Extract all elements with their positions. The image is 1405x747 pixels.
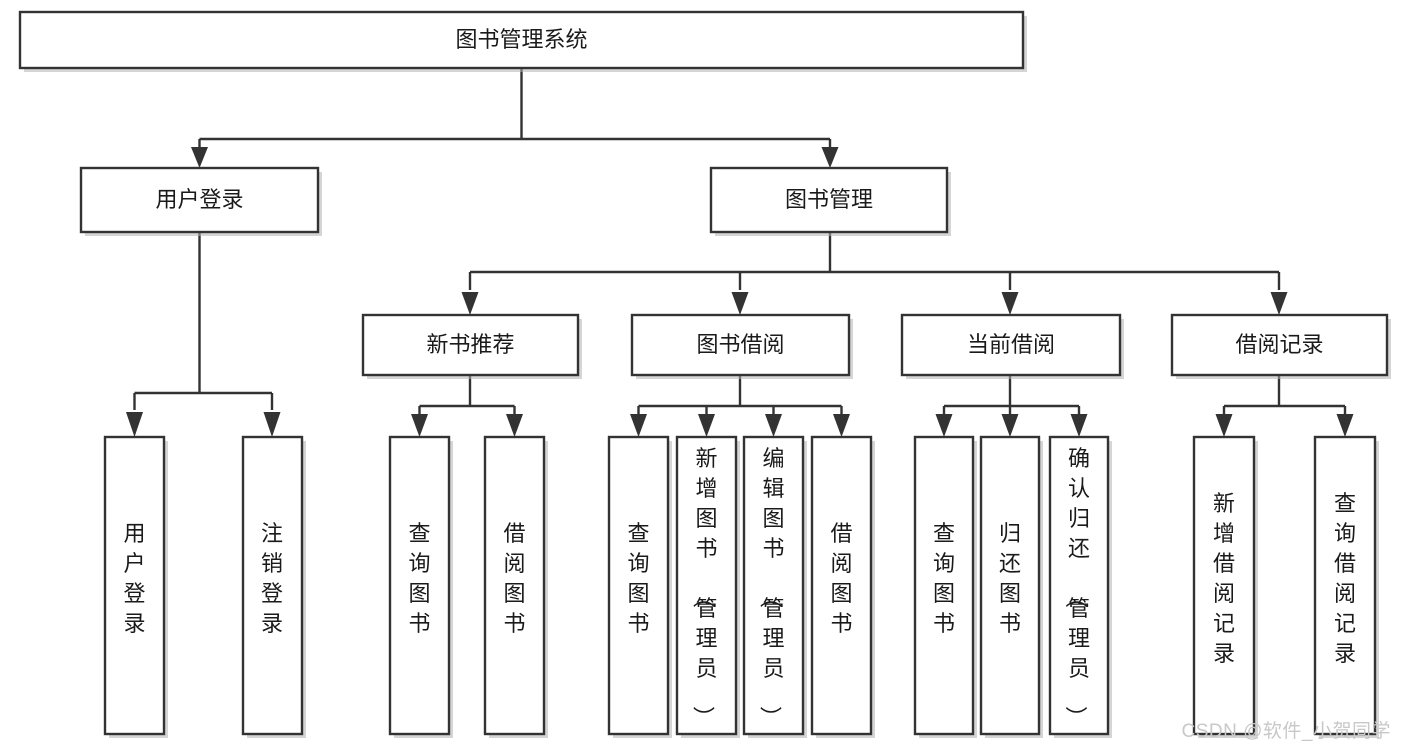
node-leaf-borrow-book-1[interactable]: 借阅图书 bbox=[483, 435, 548, 738]
user-login-label: 用户登录 bbox=[155, 187, 243, 212]
book-borrow-label: 图书借阅 bbox=[696, 332, 784, 357]
leaf-confirm-return-label: 确认归还（管理员） bbox=[1063, 446, 1090, 728]
arrowhead-borrow-record bbox=[1270, 292, 1288, 315]
node-leaf-user-logout[interactable]: 注销登录 bbox=[241, 435, 306, 738]
arrowhead-leaf-user-logout bbox=[263, 412, 281, 437]
arrowhead-user-login bbox=[191, 147, 208, 168]
book-manage-label: 图书管理 bbox=[785, 187, 873, 212]
arrowhead-leaf-borrow-book-1 bbox=[506, 414, 523, 437]
node-root[interactable]: 图书管理系统 bbox=[18, 10, 1027, 72]
current-borrow-label: 当前借阅 bbox=[967, 332, 1055, 357]
arrowhead-leaf-user-login bbox=[126, 412, 143, 437]
arrowhead-leaf-add-book bbox=[698, 414, 715, 437]
borrow-record-box bbox=[1170, 313, 1389, 377]
node-leaf-add-book[interactable]: 新增图书（管理员） bbox=[675, 435, 740, 738]
arrowhead-current-borrow bbox=[1001, 292, 1019, 315]
arrowhead-leaf-query-record bbox=[1336, 414, 1354, 437]
leaf-query-book-1-box bbox=[388, 435, 451, 736]
watermark-label: CSDN @软件_小贺同学 bbox=[1181, 721, 1391, 742]
leaf-borrow-book-1-label: 借阅图书 bbox=[503, 521, 525, 636]
arrowhead-new-book-recommend bbox=[461, 292, 479, 315]
node-current-borrow[interactable]: 当前借阅 bbox=[900, 313, 1124, 379]
node-leaf-query-book-1[interactable]: 查询图书 bbox=[388, 435, 453, 738]
book-borrow-box bbox=[630, 313, 851, 377]
leaf-query-book-3-box bbox=[913, 435, 975, 736]
leaf-return-book-box bbox=[979, 435, 1041, 736]
root-box bbox=[18, 10, 1025, 70]
leaf-borrow-book-1-box bbox=[483, 435, 546, 736]
new-book-recommend-label: 新书推荐 bbox=[426, 332, 514, 357]
node-leaf-query-book-2[interactable]: 查询图书 bbox=[607, 435, 672, 738]
leaf-query-record-label: 查询借阅记录 bbox=[1334, 491, 1356, 666]
node-book-manage[interactable]: 图书管理 bbox=[709, 166, 951, 236]
node-leaf-return-book[interactable]: 归还图书 bbox=[979, 435, 1043, 738]
leaf-confirm-return-box bbox=[1048, 435, 1110, 736]
leaf-query-record-box bbox=[1313, 435, 1377, 736]
arrowhead-book-manage bbox=[821, 147, 839, 168]
leaf-user-logout-label: 注销登录 bbox=[261, 521, 283, 636]
node-leaf-query-record[interactable]: 查询借阅记录 bbox=[1313, 435, 1379, 738]
book-manage-box bbox=[709, 166, 949, 234]
arrowhead-book-borrow bbox=[731, 292, 749, 315]
arrowhead-leaf-query-book-3 bbox=[935, 414, 953, 437]
leaf-user-login-label: 用户登录 bbox=[123, 521, 145, 636]
arrowhead-leaf-add-record bbox=[1215, 414, 1233, 437]
leaf-query-book-1-label: 查询图书 bbox=[408, 521, 430, 636]
node-leaf-query-book-3[interactable]: 查询图书 bbox=[913, 435, 977, 738]
leaf-edit-book-box bbox=[742, 435, 805, 736]
node-leaf-edit-book[interactable]: 编辑图书（管理员） bbox=[742, 435, 807, 738]
leaf-add-record-box bbox=[1192, 435, 1256, 736]
leaf-query-book-2-box bbox=[607, 435, 670, 736]
connector-layer bbox=[126, 68, 1354, 437]
leaf-add-record-label: 新增借阅记录 bbox=[1213, 491, 1235, 666]
node-leaf-user-login[interactable]: 用户登录 bbox=[103, 435, 168, 738]
arrowhead-leaf-confirm-return bbox=[1070, 414, 1088, 437]
node-book-borrow[interactable]: 图书借阅 bbox=[630, 313, 853, 379]
leaf-borrow-book-2-box bbox=[810, 435, 873, 736]
leaf-borrow-book-2-label: 借阅图书 bbox=[830, 521, 852, 636]
node-leaf-confirm-return[interactable]: 确认归还（管理员） bbox=[1048, 435, 1112, 738]
arrowhead-leaf-return-book bbox=[1001, 414, 1019, 437]
arrowhead-leaf-query-book-2 bbox=[630, 414, 647, 437]
leaf-query-book-3-label: 查询图书 bbox=[933, 521, 955, 636]
user-login-box bbox=[79, 166, 320, 234]
node-leaf-add-record[interactable]: 新增借阅记录 bbox=[1192, 435, 1258, 738]
root-label: 图书管理系统 bbox=[455, 27, 587, 52]
arrowhead-leaf-query-book-1 bbox=[411, 414, 428, 437]
node-new-book-recommend[interactable]: 新书推荐 bbox=[361, 313, 582, 379]
leaf-query-book-2-label: 查询图书 bbox=[627, 521, 649, 636]
current-borrow-box bbox=[900, 313, 1122, 377]
leaf-add-book-box bbox=[675, 435, 738, 736]
leaf-return-book-label: 归还图书 bbox=[999, 521, 1021, 636]
new-book-recommend-box bbox=[361, 313, 580, 377]
leaf-user-logout-box bbox=[241, 435, 304, 736]
leaf-add-book-label: 新增图书（管理员） bbox=[690, 446, 717, 728]
node-borrow-record[interactable]: 借阅记录 bbox=[1170, 313, 1391, 379]
leaf-edit-book-label: 编辑图书（管理员） bbox=[757, 446, 784, 728]
node-user-login[interactable]: 用户登录 bbox=[79, 166, 322, 236]
arrowhead-leaf-edit-book bbox=[765, 414, 782, 437]
node-leaf-borrow-book-2[interactable]: 借阅图书 bbox=[810, 435, 875, 738]
borrow-record-label: 借阅记录 bbox=[1235, 332, 1323, 357]
leaf-user-login-box bbox=[103, 435, 166, 736]
arrowhead-leaf-borrow-book-2 bbox=[833, 414, 850, 437]
